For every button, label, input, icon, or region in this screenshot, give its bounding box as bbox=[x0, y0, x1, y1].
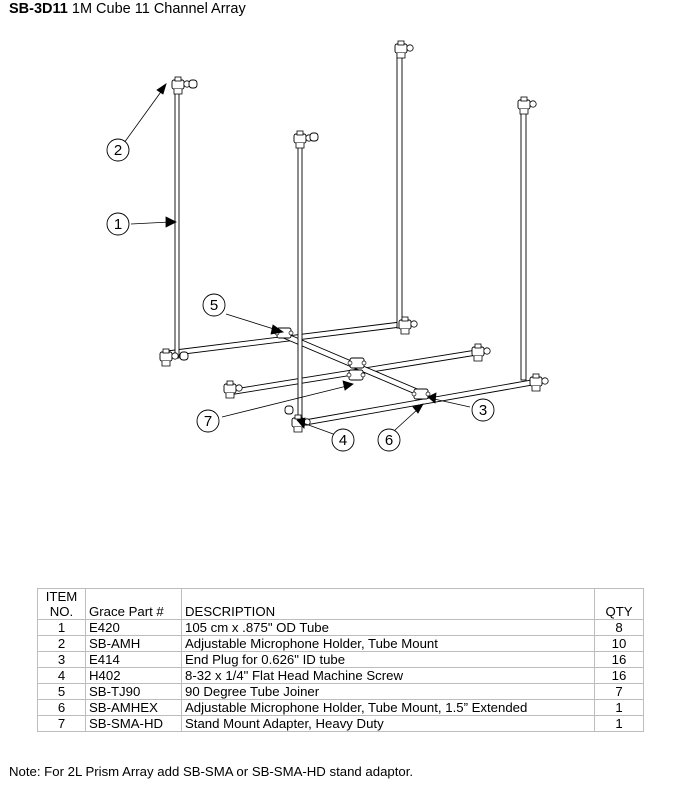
cell-item: 5 bbox=[37, 683, 86, 700]
table-row: 4 H402 8-32 x 1/4" Flat Head Machine Scr… bbox=[37, 667, 644, 684]
title-text: 1M Cube 11 Channel Array bbox=[71, 1, 246, 17]
cell-description: Adjustable Microphone Holder, Tube Mount bbox=[181, 635, 595, 652]
cell-qty: 7 bbox=[594, 683, 644, 700]
cell-item: 6 bbox=[37, 699, 86, 716]
callout-3: 3 bbox=[471, 398, 495, 422]
cell-description: Adjustable Microphone Holder, Tube Mount… bbox=[181, 699, 595, 716]
table-row: 1 E420 105 cm x .875" OD Tube 8 bbox=[37, 619, 644, 636]
svg-text:5: 5 bbox=[210, 297, 218, 314]
end-plugs bbox=[179, 79, 319, 415]
svg-text:7: 7 bbox=[204, 413, 212, 430]
svg-text:3: 3 bbox=[479, 402, 487, 419]
footnote: Note: For 2L Prism Array add SB-SMA or S… bbox=[9, 764, 414, 779]
svg-text:1: 1 bbox=[114, 216, 122, 233]
cell-part: SB-AMHEX bbox=[85, 699, 182, 716]
header-grace-part: Grace Part # bbox=[85, 588, 182, 620]
cell-item: 1 bbox=[37, 619, 86, 636]
cell-part: H402 bbox=[85, 667, 182, 684]
table-row: 3 E414 End Plug for 0.626" ID tube 16 bbox=[37, 651, 644, 668]
cell-description: 8-32 x 1/4" Flat Head Machine Screw bbox=[181, 667, 595, 684]
table-row: 7 SB-SMA-HD Stand Mount Adapter, Heavy D… bbox=[37, 715, 644, 732]
callout-4: 4 bbox=[331, 428, 355, 452]
callout-2: 2 bbox=[106, 138, 130, 162]
header-qty: QTY bbox=[594, 588, 644, 620]
cell-item: 4 bbox=[37, 667, 86, 684]
cell-qty: 1 bbox=[594, 699, 644, 716]
callout-5: 5 bbox=[202, 293, 226, 317]
cell-part: E420 bbox=[85, 619, 182, 636]
cell-qty: 16 bbox=[594, 667, 644, 684]
cell-item: 3 bbox=[37, 651, 86, 668]
cell-part: SB-AMH bbox=[85, 635, 182, 652]
header-description: DESCRIPTION bbox=[181, 588, 595, 620]
model-number: SB-3D11 bbox=[9, 1, 68, 17]
assembly-drawing: 1 2 3 4 5 6 7 bbox=[106, 40, 549, 452]
cell-part: SB-TJ90 bbox=[85, 683, 182, 700]
svg-text:4: 4 bbox=[339, 432, 347, 449]
cell-qty: 16 bbox=[594, 651, 644, 668]
table-row: 2 SB-AMH Adjustable Microphone Holder, T… bbox=[37, 635, 644, 652]
callout-7: 7 bbox=[196, 409, 220, 433]
page-title: SB-3D11 1M Cube 11 Channel Array bbox=[9, 1, 246, 17]
cell-part: E414 bbox=[85, 651, 182, 668]
cell-description: 105 cm x .875" OD Tube bbox=[181, 619, 595, 636]
cell-description: Stand Mount Adapter, Heavy Duty bbox=[181, 715, 595, 732]
cell-qty: 10 bbox=[594, 635, 644, 652]
svg-text:2: 2 bbox=[114, 142, 122, 159]
callout-1: 1 bbox=[106, 212, 130, 236]
cell-qty: 8 bbox=[594, 619, 644, 636]
leader-lines bbox=[123, 83, 471, 436]
cell-description: End Plug for 0.626" ID tube bbox=[181, 651, 595, 668]
table-row: 5 SB-TJ90 90 Degree Tube Joiner 7 bbox=[37, 683, 644, 700]
table-row: 6 SB-AMHEX Adjustable Microphone Holder,… bbox=[37, 699, 644, 716]
cell-item: 2 bbox=[37, 635, 86, 652]
callout-6: 6 bbox=[377, 428, 401, 452]
cell-qty: 1 bbox=[594, 715, 644, 732]
cell-description: 90 Degree Tube Joiner bbox=[181, 683, 595, 700]
cell-part: SB-SMA-HD bbox=[85, 715, 182, 732]
svg-text:6: 6 bbox=[385, 432, 393, 449]
cell-item: 7 bbox=[37, 715, 86, 732]
